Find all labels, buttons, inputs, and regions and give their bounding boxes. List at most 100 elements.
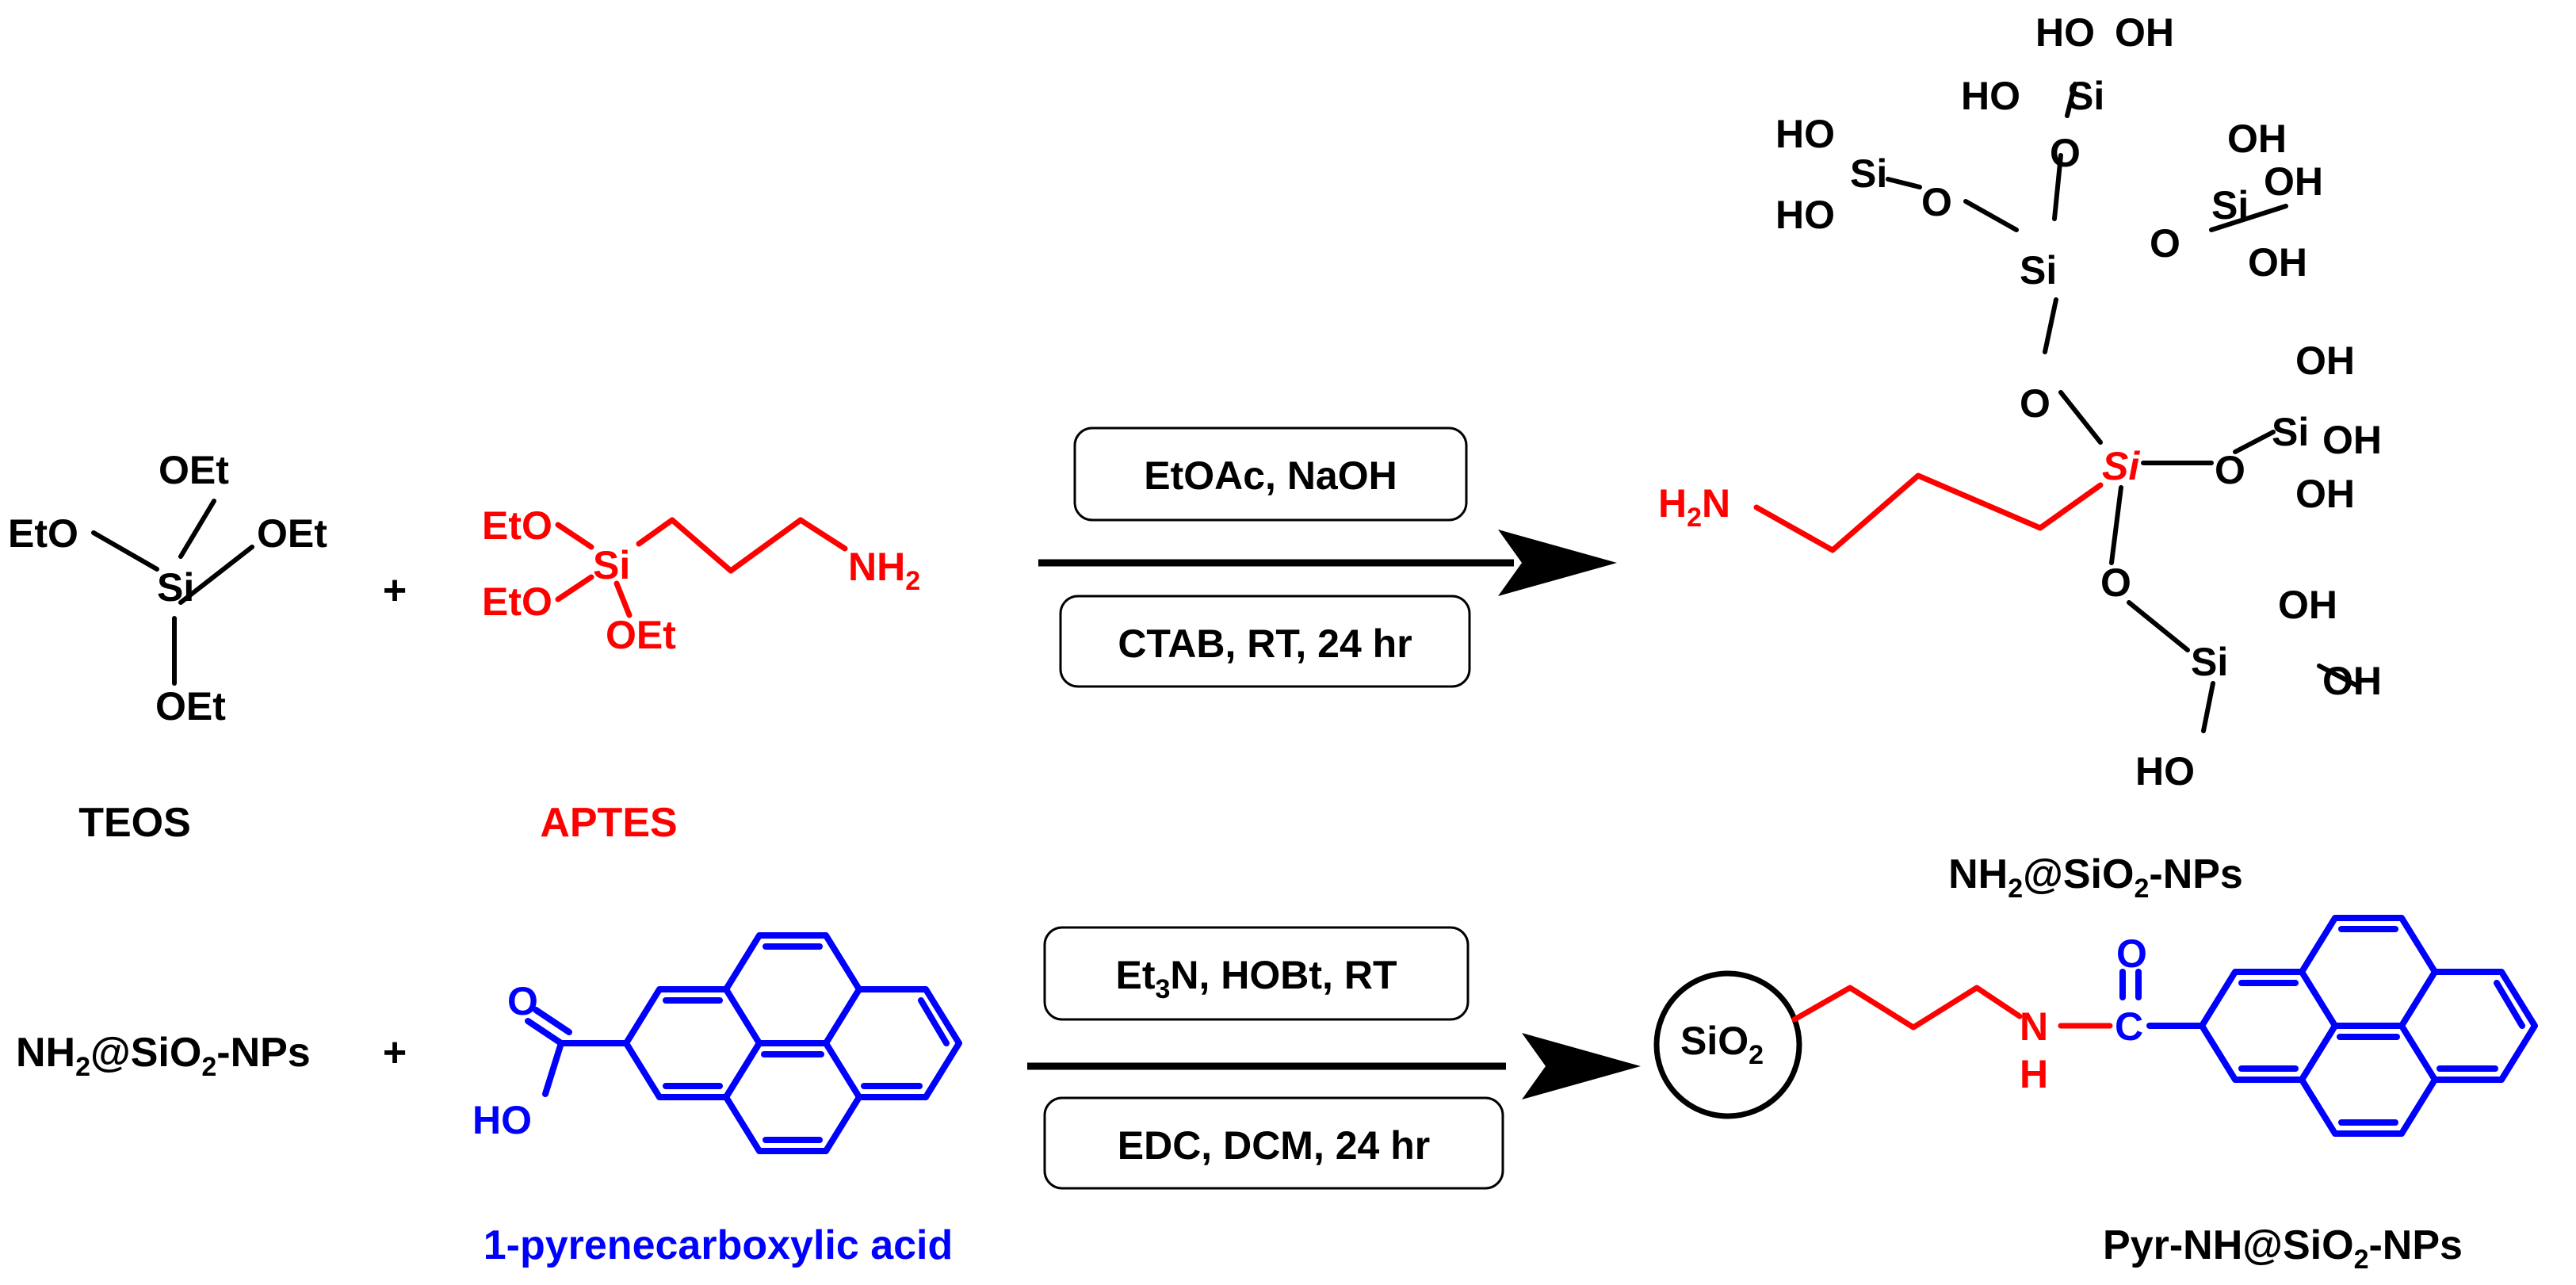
atom-eto: EtO xyxy=(8,511,78,556)
atom-si-center: Si xyxy=(2102,444,2140,488)
propyl-chain xyxy=(1791,985,2023,1031)
step2-condition-bottom: EDC, DCM, 24 hr xyxy=(1043,1096,1504,1190)
atom-ho: HO xyxy=(1961,74,2020,118)
atom-c: C xyxy=(2115,1004,2143,1049)
condition-text: EtOAc, NaOH xyxy=(1144,453,1397,498)
atom-o: O xyxy=(2116,931,2147,976)
label-pyrene-acid: 1-pyrenecarboxylic acid xyxy=(483,1222,954,1268)
atom-ho: HO xyxy=(2035,10,2095,55)
bond xyxy=(2043,297,2058,354)
ring xyxy=(2299,1023,2438,1137)
condition-text: EDC, DCM, 24 hr xyxy=(1118,1123,1431,1168)
condition-text: CTAB, RT, 24 hr xyxy=(1118,621,1412,666)
atom-oet: OEt xyxy=(257,511,327,556)
bond xyxy=(2065,82,2077,118)
propyl-chain xyxy=(1753,472,2104,553)
atom-oh: OH xyxy=(2322,418,2382,462)
double-bond xyxy=(2494,980,2525,1029)
step1-condition-bottom: CTAB, RT, 24 hr xyxy=(1059,595,1471,688)
label-pyr-nh-sio2-nps: Pyr-NH@SiO2-NPs xyxy=(2103,1222,2463,1275)
atom-si: Si xyxy=(2020,248,2057,293)
atom-oet: OEt xyxy=(606,613,676,657)
bond xyxy=(178,499,216,559)
bond xyxy=(542,1040,564,1097)
bond xyxy=(2109,485,2123,565)
bond xyxy=(533,1007,572,1035)
bond xyxy=(91,530,159,572)
bond xyxy=(555,522,594,550)
atom-si: Si xyxy=(2191,640,2228,684)
atom-si: Si xyxy=(157,565,194,610)
atom-oh: OH xyxy=(2227,117,2287,161)
atom-oh: OH xyxy=(2264,159,2323,204)
bond xyxy=(613,580,633,618)
atom-o: O xyxy=(2100,560,2131,605)
bond xyxy=(555,574,594,602)
nh2-sio2-structure: H2N Si O Si O HO Si HO O HO OH HO Si O S… xyxy=(1658,10,2382,794)
atom-oh: OH xyxy=(2295,472,2355,516)
bond xyxy=(2127,600,2190,652)
condition-text: Et3N, HOBt, RT xyxy=(1115,953,1397,1004)
pyrenecarboxylic-acid-structure: O HO xyxy=(472,932,962,1154)
double-bond xyxy=(918,997,950,1046)
atom-si: Si xyxy=(2067,74,2104,118)
atom-ho: HO xyxy=(1775,193,1835,237)
pyr-nh-sio2-structure: SiO2 N H C O xyxy=(1653,915,2538,1137)
atom-oh: OH xyxy=(2295,338,2355,383)
bond xyxy=(2233,430,2276,454)
atom-oh: OH xyxy=(2322,659,2382,703)
bond xyxy=(1886,177,1922,189)
atom-oet: OEt xyxy=(155,684,226,729)
atom-si: Si xyxy=(2272,410,2309,454)
atom-o: O xyxy=(2215,448,2245,492)
step2-arrow xyxy=(1027,1033,1641,1100)
atom-n: N xyxy=(2020,1004,2048,1049)
bond xyxy=(2058,390,2103,445)
bond xyxy=(1963,199,2019,232)
ring xyxy=(823,986,962,1100)
ring xyxy=(2398,969,2538,1083)
atom-oh: OH xyxy=(2248,240,2307,285)
atom-eto: EtO xyxy=(482,503,552,548)
atom-o: O xyxy=(1921,180,1952,224)
label-aptes: APTES xyxy=(540,800,677,846)
plus-sign: + xyxy=(383,568,407,614)
atom-si: Si xyxy=(2211,183,2249,228)
atom-ho: HO xyxy=(472,1098,532,1142)
bond xyxy=(2317,664,2361,689)
label-nh2-sio2-nps-reactant: NH2@SiO2-NPs xyxy=(16,1030,311,1082)
step1-arrow xyxy=(1038,530,1617,596)
bond xyxy=(525,1018,564,1046)
bond xyxy=(178,545,254,605)
step1-condition-top: EtOAc, NaOH xyxy=(1073,426,1468,522)
atom-nh2: NH2 xyxy=(848,545,920,596)
label-teos: TEOS xyxy=(78,800,191,846)
bond xyxy=(2052,153,2063,221)
atom-oh: OH xyxy=(2115,10,2174,55)
atom-o: O xyxy=(2020,381,2050,426)
ring xyxy=(2299,915,2438,1029)
bond xyxy=(2209,204,2288,232)
atom-eto: EtO xyxy=(482,579,552,624)
atom-si: Si xyxy=(593,543,630,587)
atom-oh: OH xyxy=(2278,583,2337,627)
atom-sio2: SiO2 xyxy=(1680,1019,1764,1070)
atom-h: H xyxy=(2020,1052,2048,1096)
aptes-structure: EtO EtO Si OEt NH2 xyxy=(482,503,920,657)
propyl-chain xyxy=(636,517,848,574)
atom-o: O xyxy=(2150,221,2180,266)
step2-condition-top: Et3N, HOBt, RT xyxy=(1043,926,1470,1021)
bond xyxy=(2201,681,2215,733)
atom-oet: OEt xyxy=(159,448,229,492)
atom-o: O xyxy=(507,979,538,1023)
teos-structure: OEt EtO OEt Si OEt xyxy=(8,448,327,729)
atom-ho: HO xyxy=(2135,749,2195,794)
ring xyxy=(723,932,862,1046)
atom-o: O xyxy=(2050,131,2081,175)
atom-h2n: H2N xyxy=(1658,481,1730,533)
atom-si: Si xyxy=(1850,151,1887,196)
label-nh2-sio2-nps: NH2@SiO2-NPs xyxy=(1948,851,2243,904)
atom-ho: HO xyxy=(1775,112,1835,156)
plus-sign: + xyxy=(383,1030,407,1076)
